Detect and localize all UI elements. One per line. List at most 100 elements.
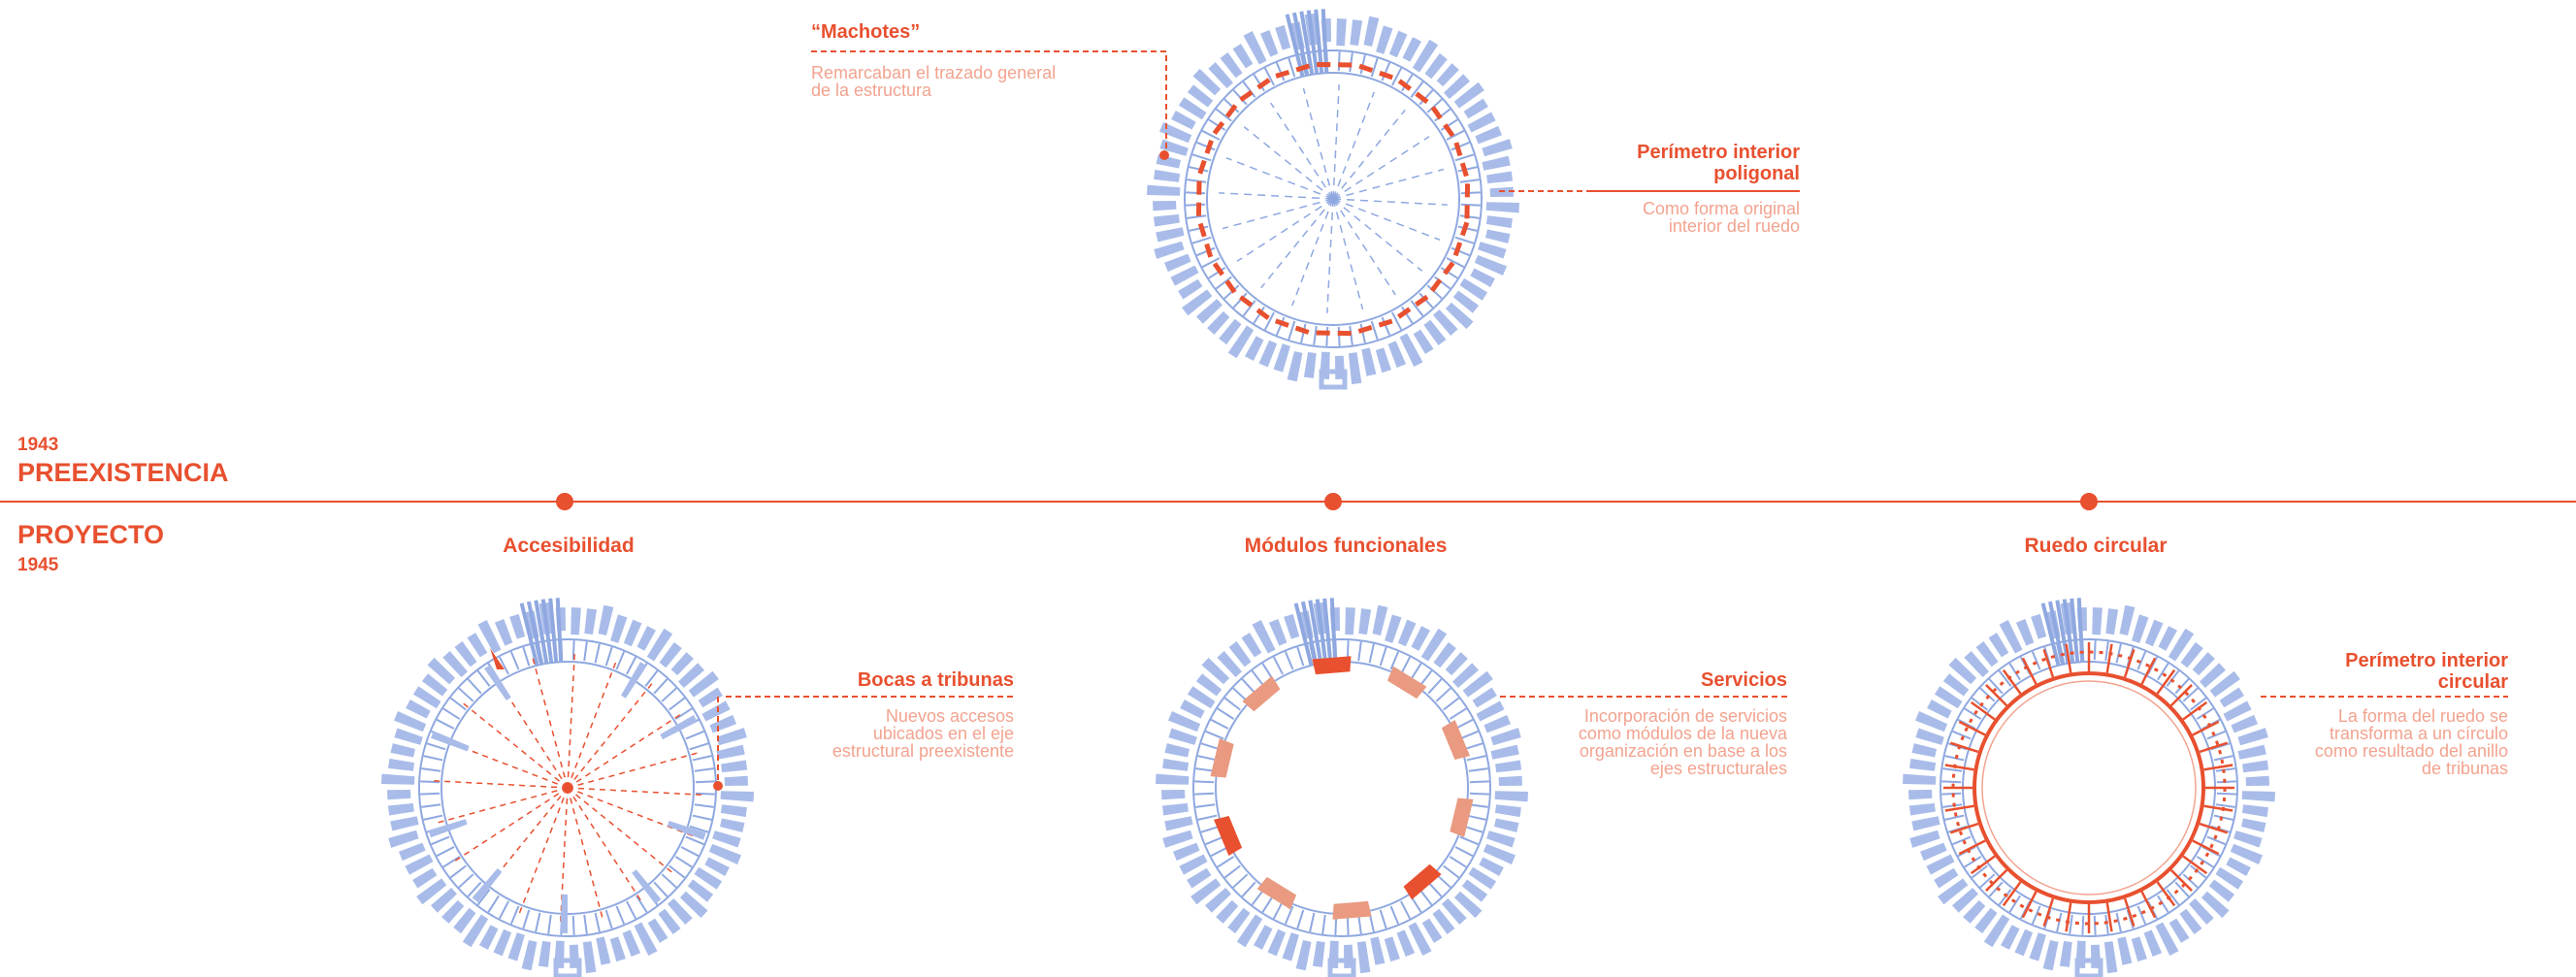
seating-step bbox=[1427, 678, 1443, 695]
seating-block bbox=[1254, 925, 1273, 950]
seating-block bbox=[1494, 818, 1519, 832]
seating-block bbox=[1153, 201, 1177, 212]
seating-block bbox=[1476, 700, 1505, 722]
seating-block bbox=[694, 866, 723, 890]
ruedo-circular bbox=[1943, 642, 2234, 933]
seating-step bbox=[2206, 730, 2226, 740]
seating-block bbox=[1459, 277, 1488, 301]
seating-step bbox=[694, 803, 714, 808]
tribuna-bracket bbox=[2169, 684, 2193, 707]
seating-block bbox=[1486, 171, 1514, 184]
ring-modulos bbox=[1156, 598, 1528, 977]
seating-block bbox=[1336, 18, 1347, 47]
seating-step bbox=[1191, 153, 1212, 162]
stair-tread bbox=[1299, 11, 1315, 76]
seating-step bbox=[1195, 767, 1216, 772]
seating-step bbox=[1463, 825, 1484, 833]
seating-step bbox=[2196, 707, 2214, 720]
seating-block bbox=[416, 878, 447, 905]
seating-block bbox=[1154, 241, 1185, 259]
seating-step bbox=[1321, 914, 1326, 934]
seating-step bbox=[1359, 54, 1366, 75]
seating-block bbox=[1494, 804, 1521, 818]
seating-step bbox=[689, 742, 709, 751]
boca-access bbox=[667, 821, 706, 840]
leader-machotes bbox=[811, 50, 1167, 155]
seating-block bbox=[1397, 619, 1417, 647]
structural-axis bbox=[1243, 126, 1334, 200]
seating-block bbox=[1445, 652, 1468, 676]
seating-block bbox=[704, 857, 730, 876]
seating-step bbox=[2069, 914, 2073, 934]
seating-step bbox=[1272, 656, 1284, 675]
seating-block bbox=[1952, 888, 1978, 913]
tribuna-bracket bbox=[1949, 822, 1979, 834]
stair-tread bbox=[2055, 600, 2071, 665]
seating-step bbox=[668, 697, 686, 711]
seating-block bbox=[2200, 663, 2226, 688]
seating-block bbox=[1164, 743, 1190, 758]
tribuna-bracket bbox=[2203, 804, 2234, 812]
structural-axis bbox=[1332, 198, 1441, 241]
seating-step bbox=[1217, 856, 1235, 868]
seating-step bbox=[2174, 881, 2190, 897]
seating-step bbox=[674, 856, 693, 868]
seating-step bbox=[2008, 663, 2021, 681]
seating-step bbox=[1466, 755, 1486, 762]
seating-step bbox=[1443, 864, 1460, 879]
seating-block bbox=[388, 758, 415, 771]
seating-step bbox=[509, 905, 520, 925]
seating-block bbox=[712, 830, 741, 848]
seating-step bbox=[1197, 755, 1218, 762]
structural-axis bbox=[567, 654, 575, 789]
seating-step bbox=[1208, 118, 1226, 131]
seating-block bbox=[427, 657, 456, 685]
seating-step bbox=[2216, 780, 2236, 784]
seating-step bbox=[449, 697, 467, 711]
seating-block bbox=[1282, 932, 1299, 961]
structural-axis bbox=[1332, 168, 1445, 200]
timeline-node bbox=[556, 493, 573, 510]
seating-block bbox=[571, 607, 581, 635]
seating-step bbox=[615, 651, 626, 670]
seating-step bbox=[2196, 856, 2214, 868]
structural-axis bbox=[1225, 157, 1334, 200]
tribuna-bracket bbox=[2065, 643, 2072, 673]
seating-block bbox=[2015, 619, 2035, 646]
perimetro-poligonal-dashed bbox=[1195, 61, 1471, 337]
seating-block bbox=[1908, 802, 1936, 816]
phase-preexistencia: PREEXISTENCIA bbox=[17, 458, 229, 487]
seating-step bbox=[1379, 646, 1387, 667]
seating-block bbox=[1482, 139, 1513, 157]
seating-step bbox=[1200, 825, 1221, 833]
seating-step bbox=[547, 914, 552, 934]
structural-axis bbox=[1332, 84, 1340, 200]
seating-block bbox=[1479, 857, 1504, 876]
seating-step bbox=[1451, 141, 1470, 151]
seating-step bbox=[1196, 141, 1216, 151]
seating-block bbox=[678, 663, 704, 688]
seating-step bbox=[604, 646, 613, 667]
gate bbox=[2074, 958, 2103, 977]
seating-step bbox=[1446, 257, 1465, 269]
seating-step bbox=[509, 651, 520, 670]
seating-step bbox=[1272, 900, 1284, 920]
seating-block bbox=[1938, 878, 1969, 905]
stair-tread bbox=[1293, 602, 1314, 667]
seating-block bbox=[509, 613, 526, 639]
seating-step bbox=[1201, 129, 1221, 141]
tribuna-bracket bbox=[2042, 648, 2055, 678]
structural-axis bbox=[567, 714, 681, 789]
seating-step bbox=[522, 909, 531, 929]
seating-block bbox=[421, 673, 448, 697]
bocas-title: Bocas a tribunas bbox=[857, 669, 1014, 691]
seating-step bbox=[1440, 267, 1458, 279]
seating-step bbox=[2056, 912, 2063, 932]
seating-step bbox=[2182, 687, 2199, 702]
seating-block bbox=[1494, 791, 1528, 802]
structural-axis bbox=[1219, 192, 1334, 200]
seating-block bbox=[2168, 628, 2195, 662]
seating-block bbox=[2155, 922, 2179, 956]
perimetro-circular-title: Perímetro interior circular bbox=[2345, 650, 2508, 693]
seating-step bbox=[674, 707, 693, 720]
